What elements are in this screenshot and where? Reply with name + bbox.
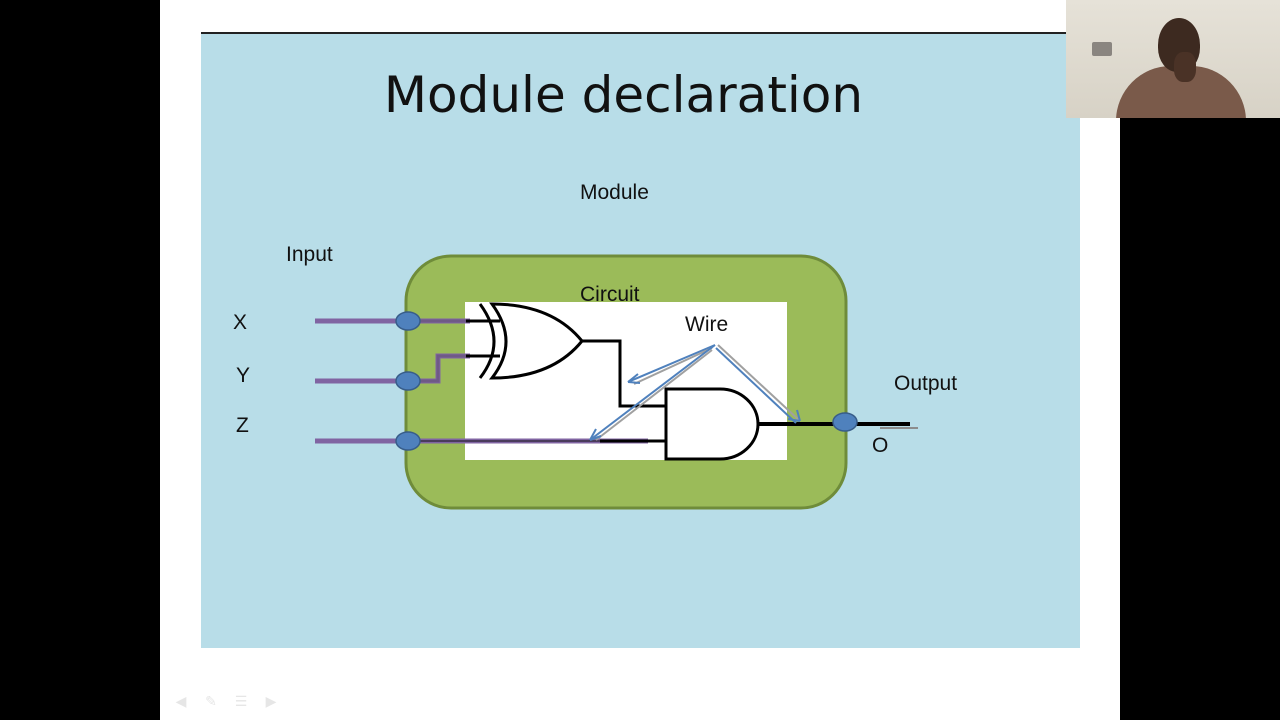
port-o	[832, 412, 858, 432]
input-label: Input	[286, 243, 333, 266]
menu-icon[interactable]: ☰	[234, 694, 248, 710]
pen-icon[interactable]: ✎	[205, 694, 217, 710]
input-y-label: Y	[236, 364, 251, 387]
port-z	[395, 431, 421, 451]
xor-gate	[466, 302, 584, 380]
wire-arrows	[589, 344, 801, 441]
circuit-label: Circuit	[580, 283, 640, 306]
port-x	[395, 311, 421, 331]
arrow-right-icon[interactable]: ▶	[265, 694, 277, 710]
port-y	[395, 371, 421, 391]
webcam-overlay	[1066, 0, 1280, 118]
and-gate	[664, 387, 760, 461]
wall-switch	[1092, 42, 1112, 56]
input-wire-y-inner	[408, 354, 470, 383]
internal-wire	[582, 339, 666, 408]
presenter-hand	[1174, 52, 1196, 82]
input-x-label: X	[233, 311, 248, 334]
output-label: Output	[894, 372, 958, 395]
output-o-label: O	[872, 434, 889, 457]
input-z-label: Z	[236, 414, 249, 437]
arrow-left-icon[interactable]: ◀	[175, 694, 187, 710]
slide-title: Module declaration	[383, 66, 864, 124]
wire-label: Wire	[685, 313, 729, 336]
module-label: Module	[580, 181, 649, 204]
slideshow-controls: ◀ ✎ ☰ ▶	[170, 692, 282, 712]
